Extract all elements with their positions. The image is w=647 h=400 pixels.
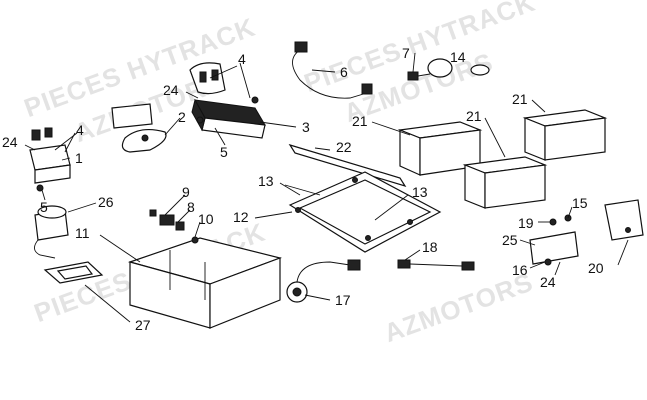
connection-cable xyxy=(397,259,475,271)
relay-box xyxy=(29,127,71,192)
callout-24: 24 xyxy=(163,82,179,98)
callout-14: 14 xyxy=(450,49,466,65)
battery-strap xyxy=(288,143,407,188)
callout-27: 27 xyxy=(135,317,151,333)
leader-lines xyxy=(24,52,629,323)
callout-12: 12 xyxy=(233,209,249,225)
callout-4: 4 xyxy=(76,122,84,138)
callout-25: 25 xyxy=(502,232,518,248)
callout-24: 24 xyxy=(540,274,556,290)
callout-21: 21 xyxy=(466,108,482,124)
callout-24: 24 xyxy=(2,134,18,150)
callout-5: 5 xyxy=(40,199,48,215)
callout-13: 13 xyxy=(258,173,274,189)
controller-unit xyxy=(189,62,266,139)
battery-1 xyxy=(397,121,483,176)
callout-1: 1 xyxy=(75,150,83,166)
callout-13: 13 xyxy=(412,184,428,200)
callout-20: 20 xyxy=(588,260,604,276)
switch-module xyxy=(604,199,644,241)
callout-6: 6 xyxy=(340,64,348,80)
callout-15: 15 xyxy=(572,195,588,211)
horn xyxy=(407,58,490,81)
battery-box xyxy=(127,237,283,329)
mounting-bracket xyxy=(529,214,579,266)
remote-key-fob xyxy=(111,103,167,153)
callout-11: 11 xyxy=(75,225,90,241)
callout-2: 2 xyxy=(178,109,186,125)
callout-17: 17 xyxy=(335,292,351,308)
callout-21: 21 xyxy=(512,91,528,107)
battery-2 xyxy=(462,156,548,209)
wiring-harness xyxy=(292,41,373,99)
callout-9: 9 xyxy=(182,184,190,200)
callout-4: 4 xyxy=(238,51,246,67)
callout-21: 21 xyxy=(352,113,368,129)
callout-19: 19 xyxy=(518,215,534,231)
callout-3: 3 xyxy=(302,119,310,135)
callout-8: 8 xyxy=(187,199,195,215)
battery-tray xyxy=(288,171,442,253)
callout-10: 10 xyxy=(198,211,214,227)
callout-7: 7 xyxy=(402,45,410,61)
gasket-plate xyxy=(43,261,104,284)
battery-3 xyxy=(522,109,608,161)
callout-26: 26 xyxy=(98,194,114,210)
callout-22: 22 xyxy=(336,139,352,155)
charger-socket xyxy=(34,205,69,259)
charging-plug-cable xyxy=(286,259,361,303)
callout-5: 5 xyxy=(220,144,228,160)
callout-16: 16 xyxy=(512,262,528,278)
callout-18: 18 xyxy=(422,239,438,255)
